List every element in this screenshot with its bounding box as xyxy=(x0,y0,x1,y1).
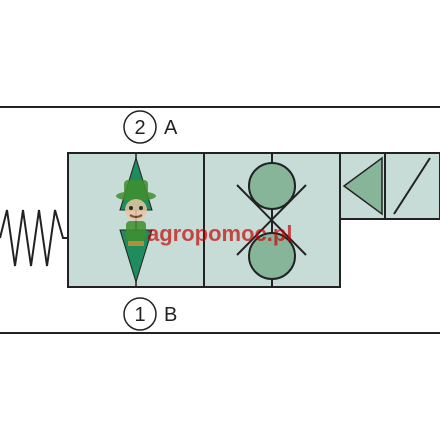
port-bottom: 1 B xyxy=(123,297,177,331)
spring-symbol xyxy=(0,209,68,267)
port-bottom-letter: B xyxy=(164,304,177,326)
mascot-icon xyxy=(116,180,156,246)
solenoid-triangle-icon xyxy=(342,156,383,216)
port-top-number: 2 xyxy=(134,117,145,139)
watermark-text: agropomoc.pl xyxy=(147,221,292,246)
solenoid-coil-icon xyxy=(393,157,431,215)
solenoid-actuator xyxy=(339,152,440,220)
port-top-circle xyxy=(123,110,157,144)
port-top-letter: A xyxy=(164,117,178,139)
watermark: agropomoc.pl xyxy=(116,180,292,246)
port-bottom-number: 1 xyxy=(134,304,145,326)
port-bottom-circle xyxy=(123,297,157,331)
check-valve-icon xyxy=(236,153,307,287)
port-top: 2 A xyxy=(123,110,178,144)
outer-frame xyxy=(0,106,440,334)
